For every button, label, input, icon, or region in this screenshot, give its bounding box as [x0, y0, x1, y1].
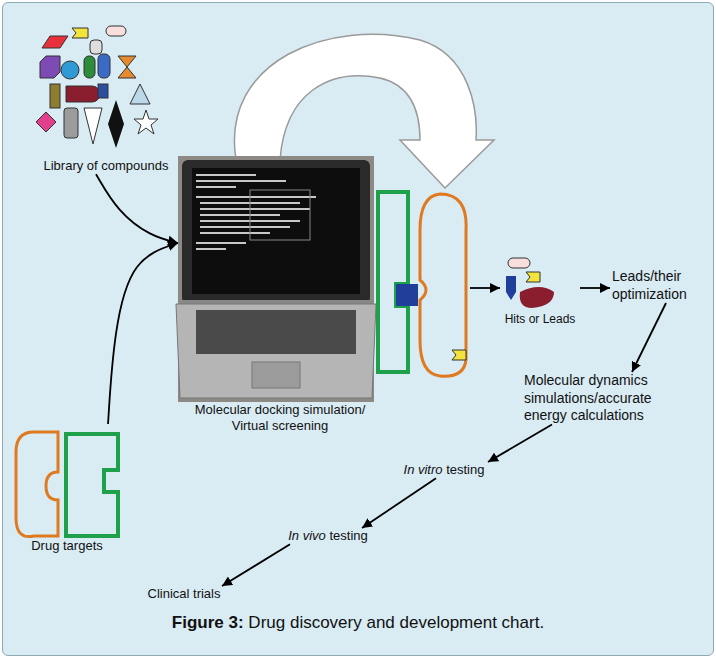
- flow-arrow: [470, 287, 500, 289]
- compound-library-icons: [61, 61, 79, 79]
- laptop-picture: [200, 208, 310, 210]
- text-run: In vitro: [404, 462, 443, 477]
- step-label: Molecular docking simulation/ Virtual sc…: [180, 402, 380, 435]
- process-step: Clinical trials: [140, 586, 228, 602]
- flow-arrow: [488, 425, 552, 463]
- compound-library-icons: [42, 36, 68, 48]
- process-step: In vitro testing: [392, 462, 496, 478]
- drug-target-shapes: [16, 432, 118, 537]
- compound-library-icons: [106, 26, 126, 36]
- compound-library-icons: [84, 108, 102, 144]
- flow-arrow: [108, 243, 178, 424]
- docked-complex: [452, 350, 466, 360]
- laptop-picture: [200, 214, 280, 216]
- compound-library-icons: [40, 56, 60, 78]
- docked-complex: [420, 194, 466, 376]
- compound-library-icons: [118, 56, 136, 78]
- laptop-picture: [252, 362, 300, 388]
- flow-arrow: [222, 544, 290, 586]
- hit-molecules: [520, 287, 554, 308]
- figure-caption: Figure 3: Drug discovery and development…: [0, 612, 716, 633]
- caption-area: Figure 3: Drug discovery and development…: [0, 612, 716, 633]
- compound-library-icons: [84, 56, 95, 78]
- compound-library-icons: [36, 112, 56, 132]
- step-label: Hits or Leads: [502, 312, 578, 327]
- step-label: Library of compounds: [38, 158, 174, 174]
- compound-library-icons: [66, 86, 100, 102]
- docking-step: Molecular docking simulation/ Virtual sc…: [178, 158, 470, 435]
- step-label: Drug targets: [14, 538, 120, 554]
- laptop-picture: [196, 248, 226, 250]
- target-step: Drug targets: [12, 424, 122, 554]
- laptop-picture: [200, 226, 290, 228]
- laptop-picture: [176, 304, 376, 398]
- laptop-picture: [182, 160, 370, 304]
- compound-library-icons: [36, 26, 158, 148]
- compound-library-icons: [98, 54, 110, 78]
- hit-molecules: [506, 258, 554, 308]
- drug-target-shapes: [66, 434, 118, 536]
- library-step: Library of compounds: [36, 20, 176, 174]
- laptop-picture: [196, 310, 356, 354]
- compound-library-icons: [90, 40, 102, 54]
- step-label: Leads/their optimization: [612, 268, 708, 303]
- flow-arrow: [96, 174, 178, 243]
- laptop-picture: [200, 232, 270, 234]
- laptop-picture: [196, 186, 236, 188]
- compound-library-icons: [130, 84, 150, 104]
- hit-molecules: [508, 258, 530, 268]
- compound-library-icons: [108, 100, 124, 148]
- compound-library-icons: [72, 28, 88, 38]
- step-label: In vivo testing: [282, 528, 374, 544]
- text-run: Drug discovery and development chart.: [244, 613, 545, 632]
- compound-library-icons: [64, 108, 78, 138]
- text-run: In vivo: [288, 528, 326, 543]
- flow-arrow: [580, 287, 610, 289]
- laptop-picture: [196, 196, 316, 198]
- laptop-picture: [196, 180, 286, 182]
- process-step: In vivo testing: [280, 528, 376, 544]
- docked-complex: [396, 284, 418, 306]
- text-run: Figure 3:: [172, 613, 244, 632]
- compound-library-icons: [50, 84, 60, 108]
- compound-library-icons: [98, 84, 108, 98]
- docked-complex: [378, 192, 466, 376]
- process-step: Leads/their optimization: [610, 268, 710, 303]
- text-run: testing: [443, 462, 485, 477]
- hit-molecules: [506, 276, 516, 300]
- laptop-picture: [176, 156, 376, 402]
- step-label: In vitro testing: [394, 462, 494, 478]
- text-run: testing: [326, 528, 368, 543]
- flow-arrow: [362, 478, 436, 528]
- laptop-picture: [196, 174, 256, 176]
- flow-arrow: [632, 303, 666, 372]
- docked-complex: [378, 192, 408, 372]
- process-step: Molecular dynamics simulations/accurate …: [522, 372, 692, 425]
- hits-step: Hits or Leads: [500, 254, 580, 327]
- laptop-picture: [250, 190, 310, 240]
- laptop-picture: [192, 168, 360, 294]
- step-label: Clinical trials: [142, 586, 226, 602]
- laptop-picture: [196, 242, 246, 244]
- compound-library-icons: [134, 110, 158, 134]
- drug-target-shapes: [16, 432, 58, 537]
- hit-molecules: [526, 272, 540, 282]
- laptop-picture: [196, 174, 316, 250]
- step-label: Molecular dynamics simulations/accurate …: [524, 372, 690, 425]
